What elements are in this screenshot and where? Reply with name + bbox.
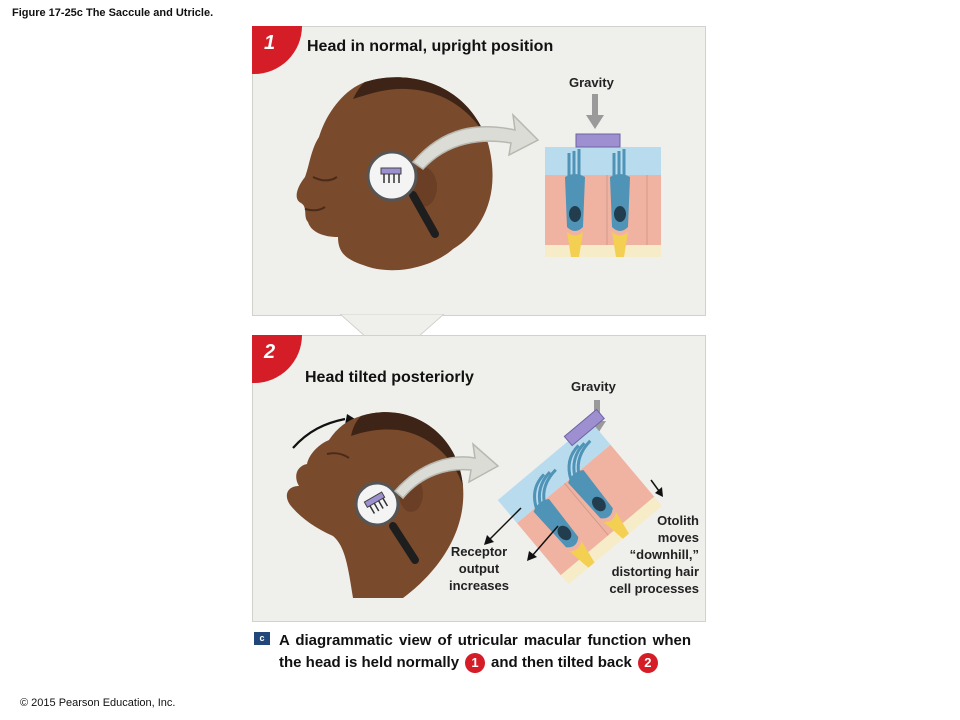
magnifier-icon-2 <box>354 481 419 564</box>
panel-tilted: 2 Head tilted posteriorly Gravity Otolit… <box>252 335 706 622</box>
figure-caption: A diagrammatic view of utricular macular… <box>279 630 691 674</box>
receptor-label: Receptor output increases <box>449 544 509 593</box>
step-badge-1: 1 <box>252 26 302 74</box>
zoom-arrow-2 <box>393 442 500 500</box>
tilted-illustration <box>286 400 663 598</box>
receptor-output-arrows <box>484 507 559 561</box>
magnifier-icon <box>366 150 439 238</box>
macula-upright <box>545 133 661 257</box>
tilt-motion-arrow <box>292 417 346 449</box>
macula-tilted <box>497 408 662 585</box>
zoom-arrow <box>411 112 540 170</box>
caption-ref-2: 2 <box>637 653 658 674</box>
otolith-movement-arrow <box>650 479 663 497</box>
panel1-heading: Head in normal, upright position <box>307 38 554 55</box>
panel-upright: 1 Head in normal, upright position Gravi… <box>252 26 706 316</box>
gravity-label-2: Gravity <box>571 379 616 394</box>
otolith-label: Otolith moves “downhill,” distorting hai… <box>609 513 699 596</box>
figure-title: Figure 17-25c The Saccule and Utricle. <box>12 7 214 19</box>
caption-ref-1: 1 <box>465 653 486 674</box>
copyright: © 2015 Pearson Education, Inc. <box>20 697 176 709</box>
panel2-heading: Head tilted posteriorly <box>305 369 474 386</box>
upright-illustration <box>296 77 661 271</box>
caption-marker: c <box>254 632 270 645</box>
gravity-arrow-1 <box>586 94 604 129</box>
gravity-label-1: Gravity <box>569 75 614 90</box>
